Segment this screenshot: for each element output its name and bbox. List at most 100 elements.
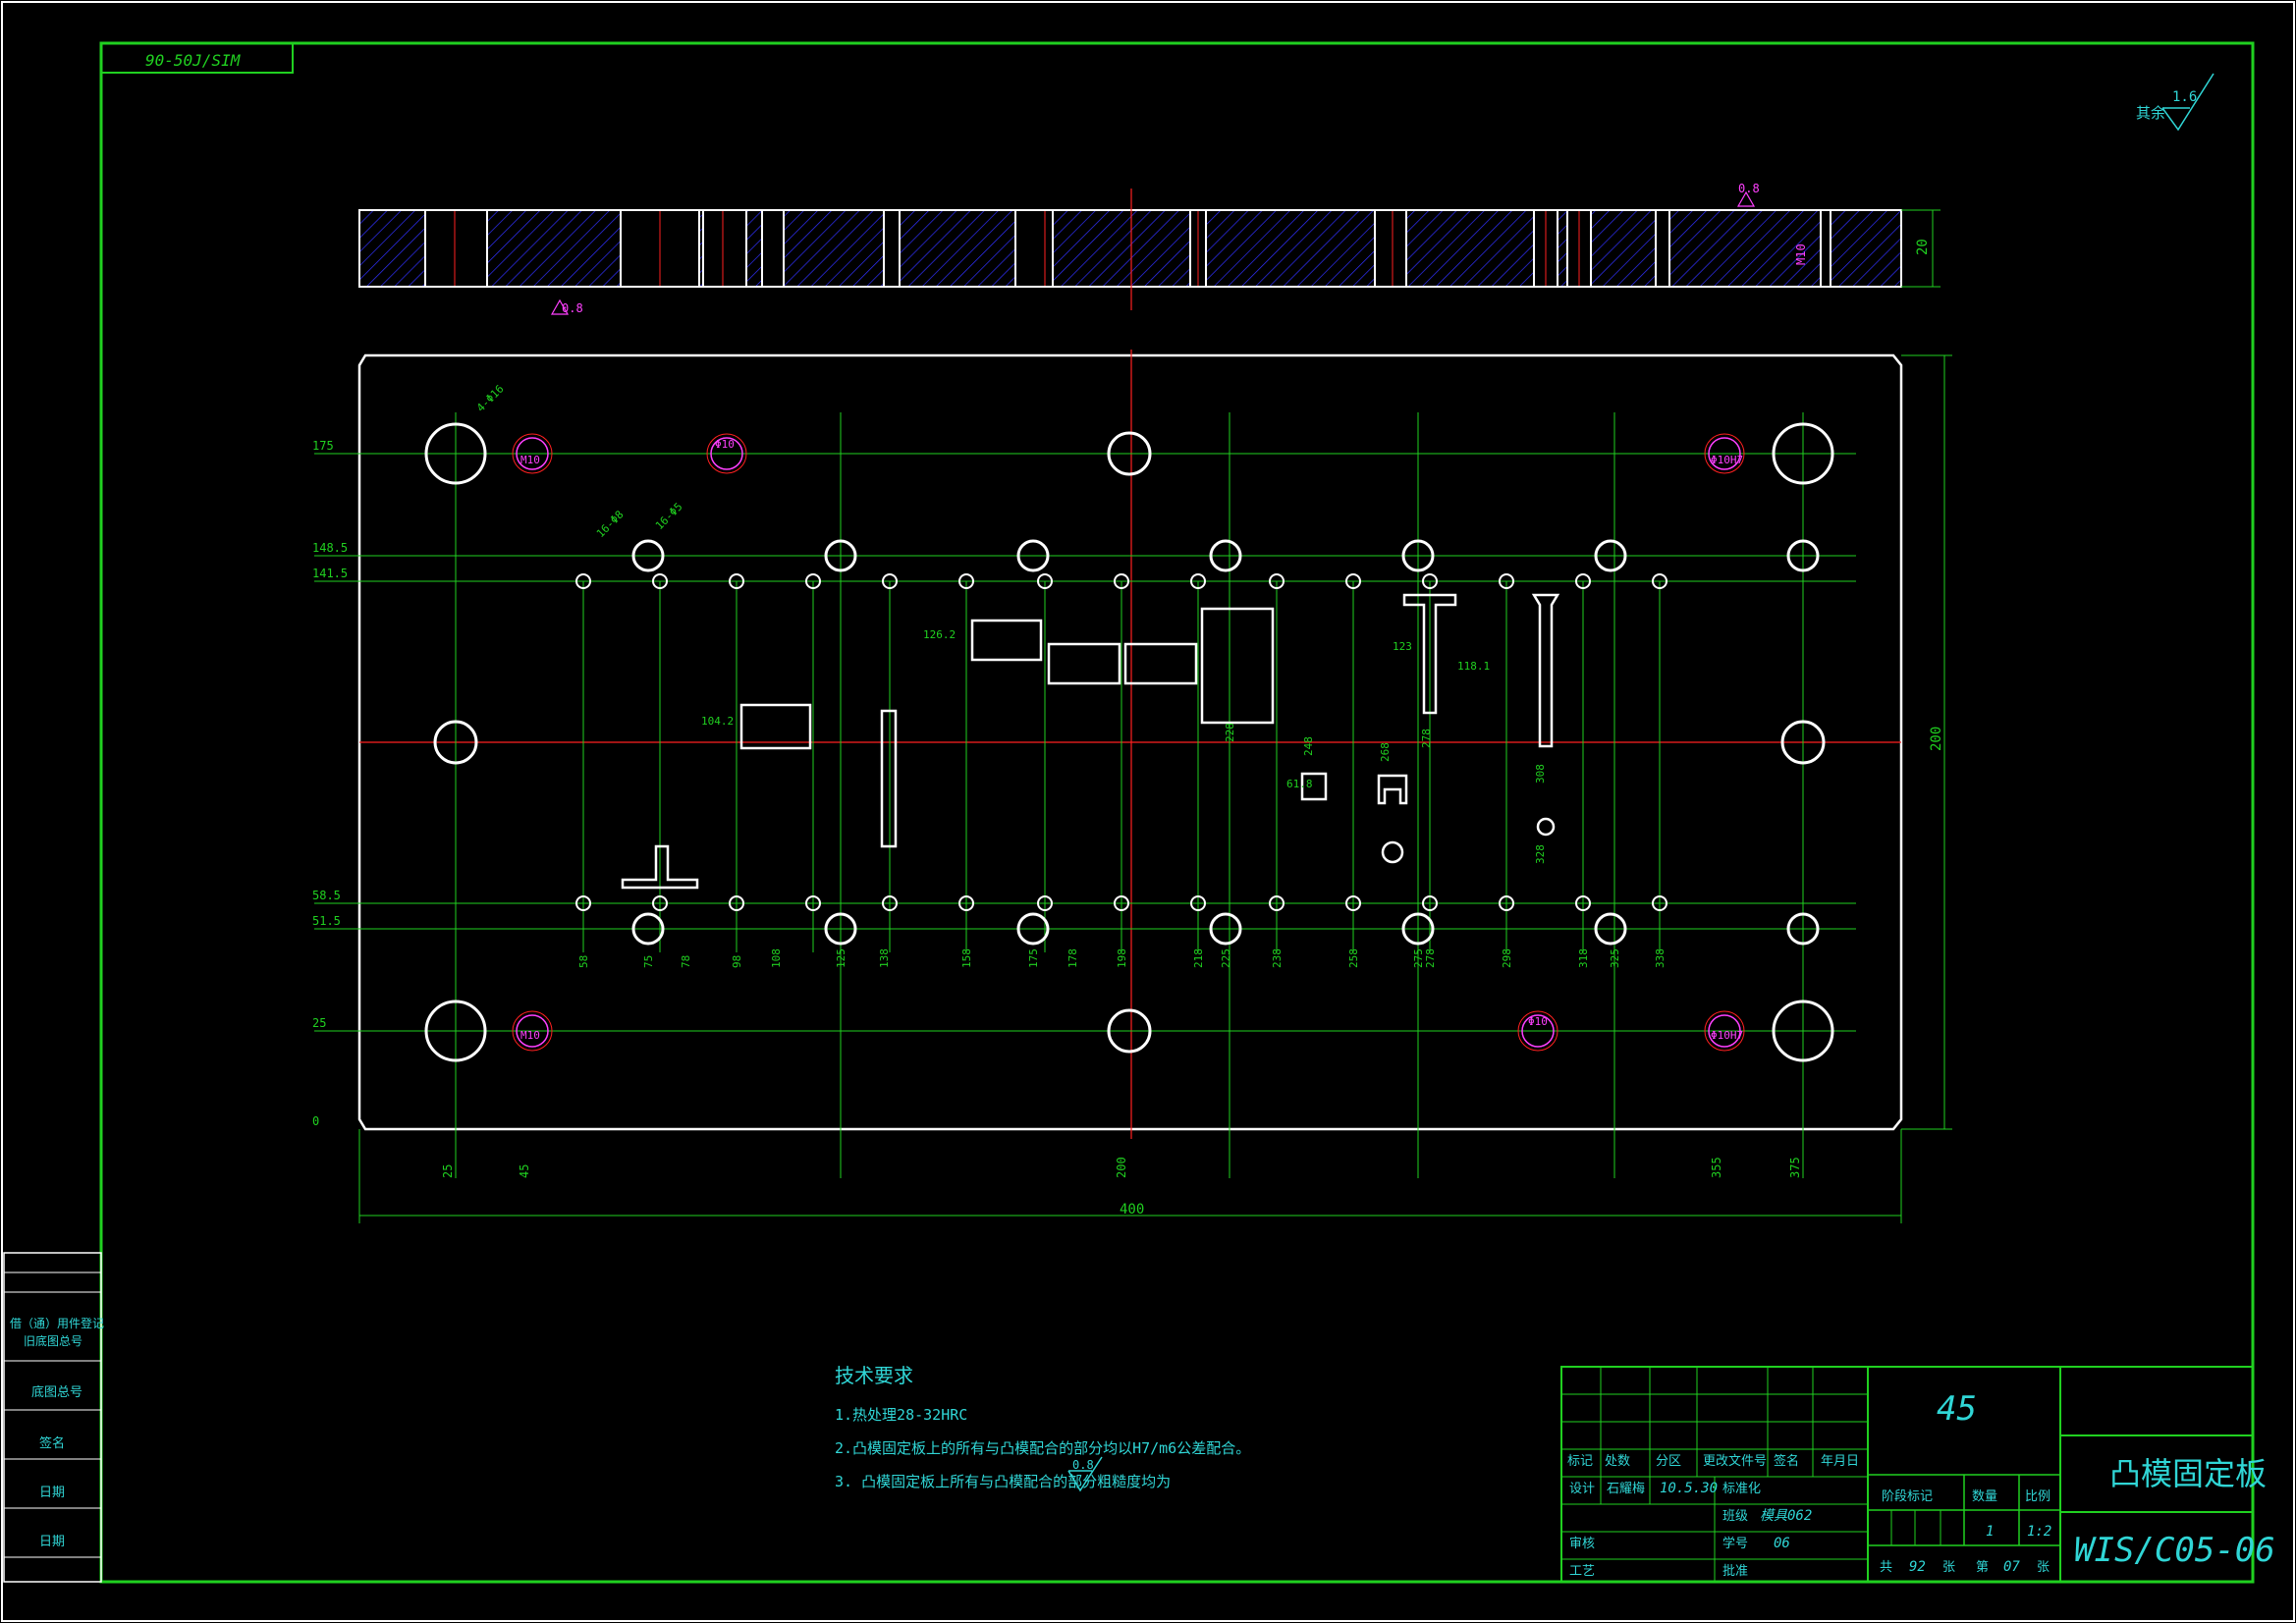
roughness-symbol-icon [2161, 73, 2214, 132]
guide-pillar-hole [1772, 422, 1834, 485]
section-outline [358, 209, 1902, 288]
roughness-mark-icon [1736, 190, 1756, 207]
center-hole [1107, 1008, 1152, 1054]
feature-dim: 328 [1534, 844, 1547, 864]
left-dim: 148.5 [312, 541, 348, 555]
sheet-value: 07 [2003, 1559, 2020, 1575]
left-dim: 175 [312, 439, 334, 453]
scale-label: 比例 [2025, 1489, 2050, 1504]
column-dim: 138 [878, 948, 891, 968]
column-dim: 175 [1027, 948, 1040, 968]
hole-tag: Φ10H7 [1711, 454, 1743, 466]
pin-hole-top [1594, 539, 1627, 572]
left-dim: 25 [312, 1016, 326, 1030]
column-dim: 338 [1654, 948, 1667, 968]
hole-tag: Φ10H7 [1711, 1029, 1743, 1042]
screw-hole-top [1114, 573, 1129, 589]
header-date: 年月日 [1821, 1454, 1859, 1469]
section-thickness-dim: 20 [1915, 239, 1931, 255]
plate-width-dim: 400 [1120, 1202, 1144, 1217]
pin-hole-bottom [1209, 912, 1242, 946]
tech-req-line-2: 2.凸模固定板上的所有与凸模配合的部分均以H7/m6公差配合。 [835, 1439, 1250, 1457]
threaded-hole [516, 437, 549, 470]
screw-hole-bottom [1499, 895, 1514, 911]
general-roughness-note: 其余 1.6 [2136, 73, 2214, 132]
pin-hole-top [1401, 539, 1435, 572]
screw-hole-bottom [1345, 895, 1361, 911]
column-dim: 325 [1609, 948, 1621, 968]
column-dim: 258 [1347, 948, 1360, 968]
column-dim: 125 [835, 948, 847, 968]
screw-hole-top [882, 573, 898, 589]
left-dim: 58.5 [312, 889, 341, 902]
section-clearance [1821, 211, 1831, 286]
threaded-hole-outer [1704, 1010, 1745, 1052]
section-roughness-top: 0.8 [1738, 182, 1760, 195]
feature-dim: 126.2 [923, 628, 956, 641]
screw-hole-top [729, 573, 744, 589]
screw-hole-bottom [1190, 895, 1206, 911]
screw-hole-bottom [1575, 895, 1591, 911]
round-punch-opening [1536, 817, 1556, 837]
section-clearance [762, 211, 784, 286]
feature-dim: 4-Φ16 [474, 383, 507, 415]
guide-pillar-hole [424, 1000, 487, 1062]
threaded-hole-outer [512, 1010, 553, 1052]
threaded-hole-outer [1517, 1010, 1558, 1052]
punch-opening [1200, 607, 1275, 725]
column-dim: 108 [770, 948, 783, 968]
feature-dim: 16-Φ5 [653, 501, 685, 533]
pin-hole-bottom [1594, 912, 1627, 946]
screw-hole-bottom [958, 895, 974, 911]
threaded-hole-outer [706, 433, 747, 474]
strip-label-old-drawing: 旧底图总号 [24, 1333, 82, 1348]
technical-requirements: 技术要求 1.热处理28-32HRC 2.凸模固定板上的所有与凸模配合的部分均以… [835, 1364, 1250, 1492]
left-dim: 51.5 [312, 914, 341, 928]
u-punch-opening [1377, 774, 1408, 805]
section-clearance [1656, 211, 1669, 286]
side-hole [1780, 720, 1826, 765]
code-box: 90-50J/SIM [100, 42, 294, 74]
section-roughness-bottom: 0.8 [562, 301, 583, 315]
screw-hole-bottom [1037, 895, 1053, 911]
column-dim: 178 [1066, 948, 1079, 968]
column-dim: 218 [1192, 948, 1205, 968]
punch-opening [1123, 642, 1198, 685]
class-label: 班级 [1722, 1509, 1748, 1524]
screw-hole-top [805, 573, 821, 589]
screw-hole-top [1422, 573, 1438, 589]
screw-hole-bottom [1422, 895, 1438, 911]
t-punch-opening [1402, 593, 1457, 715]
screw-hole-top [1037, 573, 1053, 589]
sheet-label: 第 [1976, 1560, 1989, 1575]
hole-tag: M10 [520, 1029, 540, 1042]
roughness-note-value: 1.6 [2172, 89, 2197, 105]
screw-hole-bottom [652, 895, 668, 911]
screw-hole-bottom [1269, 895, 1285, 911]
bottom-dim: 25 [441, 1164, 455, 1178]
threaded-hole [1521, 1014, 1555, 1048]
pin-hole-bottom [1401, 912, 1435, 946]
screw-hole-bottom [805, 895, 821, 911]
column-dim: 58 [577, 955, 590, 968]
column-dim: 298 [1501, 948, 1513, 968]
column-dim: 225 [1220, 948, 1232, 968]
bottom-dim: 355 [1710, 1157, 1723, 1178]
header-count: 处数 [1605, 1454, 1630, 1469]
screw-hole-top [1269, 573, 1285, 589]
tech-req-roughness: 0.8 [1072, 1458, 1094, 1472]
screw-hole-top [1499, 573, 1514, 589]
threaded-hole [516, 1014, 549, 1048]
tech-req-line-3: 3. 凸模固定板上所有与凸模配合的部分粗糙度均为 [835, 1473, 1171, 1490]
section-clearance [425, 211, 487, 286]
center-hole [1107, 431, 1152, 476]
bottom-dim: 375 [1788, 1157, 1802, 1178]
hole-tag: M10 [520, 454, 540, 466]
student-no-value: 06 [1774, 1536, 1790, 1551]
section-clearance [1015, 211, 1053, 286]
section-clearance [703, 211, 746, 286]
screw-hole-top [652, 573, 668, 589]
strip-label-date-1: 日期 [39, 1486, 65, 1500]
threaded-hole [1708, 1014, 1741, 1048]
